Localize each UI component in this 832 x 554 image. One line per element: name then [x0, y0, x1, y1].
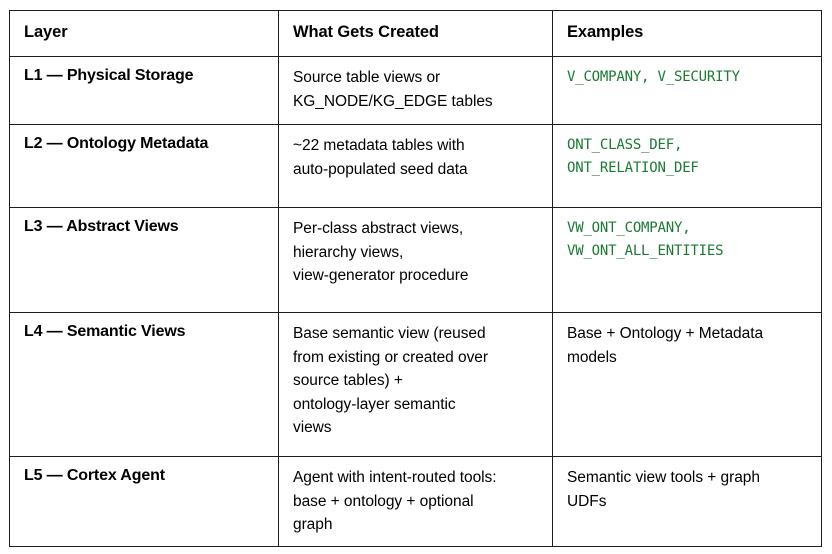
- cell-examples-l1: V_COMPANY, V_SECURITY: [552, 56, 822, 125]
- cell-layer-l2: L2 — Ontology Metadata: [9, 124, 279, 208]
- table-header: Layer What Gets Created Examples: [9, 10, 822, 57]
- layer-architecture-table: Layer What Gets Created Examples L1 — Ph…: [9, 10, 822, 547]
- table-row: L2 — Ontology Metadata ~22 metadata tabl…: [9, 124, 822, 208]
- cell-created-l5: Agent with intent-routed tools: base + o…: [278, 456, 553, 547]
- cell-examples-l3: VW_ONT_COMPANY, VW_ONT_ALL_ENTITIES: [552, 207, 822, 313]
- cell-layer-l1: L1 — Physical Storage: [9, 56, 279, 125]
- table-header-row: Layer What Gets Created Examples: [9, 10, 822, 57]
- cell-created-l1: Source table views or KG_NODE/KG_EDGE ta…: [278, 56, 553, 125]
- column-header-examples: Examples: [552, 10, 822, 57]
- cell-examples-l5: Semantic view tools + graph UDFs: [552, 456, 822, 547]
- table-row: L3 — Abstract Views Per-class abstract v…: [9, 207, 822, 313]
- column-header-layer: Layer: [9, 10, 279, 57]
- layer-architecture-table-container: Layer What Gets Created Examples L1 — Ph…: [9, 10, 822, 547]
- table-row: L4 — Semantic Views Base semantic view (…: [9, 312, 822, 457]
- table-row: L5 — Cortex Agent Agent with intent-rout…: [9, 456, 822, 547]
- cell-created-l2: ~22 metadata tables with auto-populated …: [278, 124, 553, 208]
- cell-examples-l2: ONT_CLASS_DEF, ONT_RELATION_DEF: [552, 124, 822, 208]
- table-body: L1 — Physical Storage Source table views…: [9, 56, 822, 547]
- cell-layer-l3: L3 — Abstract Views: [9, 207, 279, 313]
- cell-examples-l4: Base + Ontology + Metadata models: [552, 312, 822, 457]
- column-header-what-gets-created: What Gets Created: [278, 10, 553, 57]
- cell-layer-l4: L4 — Semantic Views: [9, 312, 279, 457]
- table-row: L1 — Physical Storage Source table views…: [9, 56, 822, 125]
- cell-layer-l5: L5 — Cortex Agent: [9, 456, 279, 547]
- cell-created-l3: Per-class abstract views, hierarchy view…: [278, 207, 553, 313]
- cell-created-l4: Base semantic view (reused from existing…: [278, 312, 553, 457]
